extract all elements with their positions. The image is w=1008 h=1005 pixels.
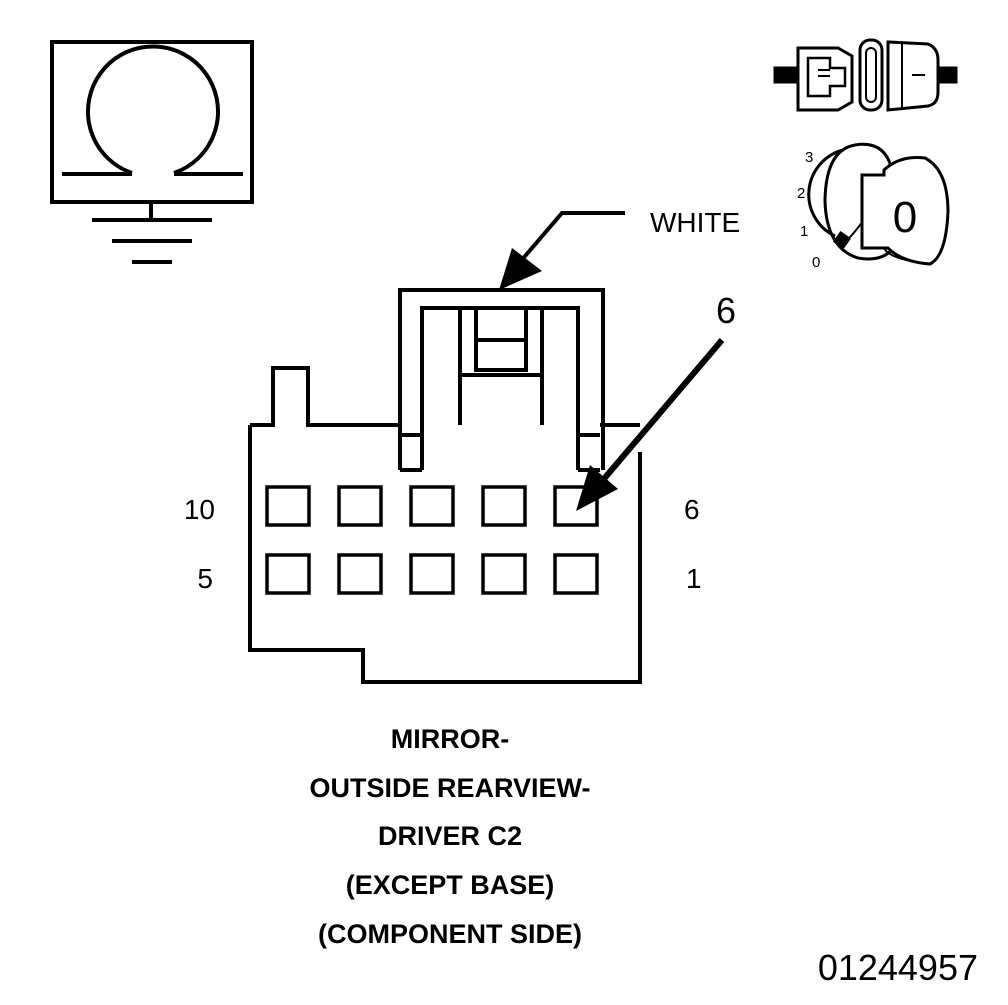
ignition-key-symbol: 0 — [893, 193, 917, 242]
caption-line-5: (COMPONENT SIDE) — [318, 919, 582, 949]
pin-6-callout-arrow — [576, 338, 725, 511]
caption-line-1: MIRROR- — [391, 724, 509, 754]
label-pin-5: 5 — [197, 563, 213, 594]
cavity-1 — [553, 553, 599, 595]
caption-line-3: DRIVER C2 — [378, 821, 522, 851]
label-pin-10: 10 — [184, 494, 215, 525]
pin-callout-6: 6 — [716, 290, 736, 331]
ignition-switch-icon — [807, 142, 950, 266]
cavity-5 — [265, 553, 311, 595]
cavity-9 — [337, 485, 383, 527]
cavity-10 — [265, 485, 311, 527]
cavity-7 — [481, 485, 527, 527]
connector-caption: MIRROR- OUTSIDE REARVIEW- DRIVER C2 (EXC… — [310, 724, 591, 949]
white-callout-arrow — [499, 211, 625, 290]
cavity-8 — [409, 485, 455, 527]
ignition-position-1: 1 — [800, 223, 808, 240]
connector-body — [248, 288, 642, 684]
cavity-3 — [409, 553, 455, 595]
wire-color-callout: WHITE — [650, 207, 740, 238]
document-id: 01244957 — [818, 947, 978, 988]
cavity-row-bottom — [265, 553, 599, 595]
label-pin-6: 6 — [684, 494, 700, 525]
caption-line-2: OUTSIDE REARVIEW- — [310, 773, 591, 803]
cavity-2 — [481, 553, 527, 595]
ignition-position-3: 3 — [805, 149, 813, 166]
caption-line-4: (EXCEPT BASE) — [346, 870, 555, 900]
label-pin-1: 1 — [686, 563, 702, 594]
ignition-position-2: 2 — [797, 185, 805, 202]
cavity-row-top — [265, 485, 599, 527]
connector-pair-icon — [773, 38, 958, 112]
ignition-position-0: 0 — [812, 254, 820, 271]
cavity-4 — [337, 553, 383, 595]
ohmmeter-ground-icon — [50, 40, 254, 264]
